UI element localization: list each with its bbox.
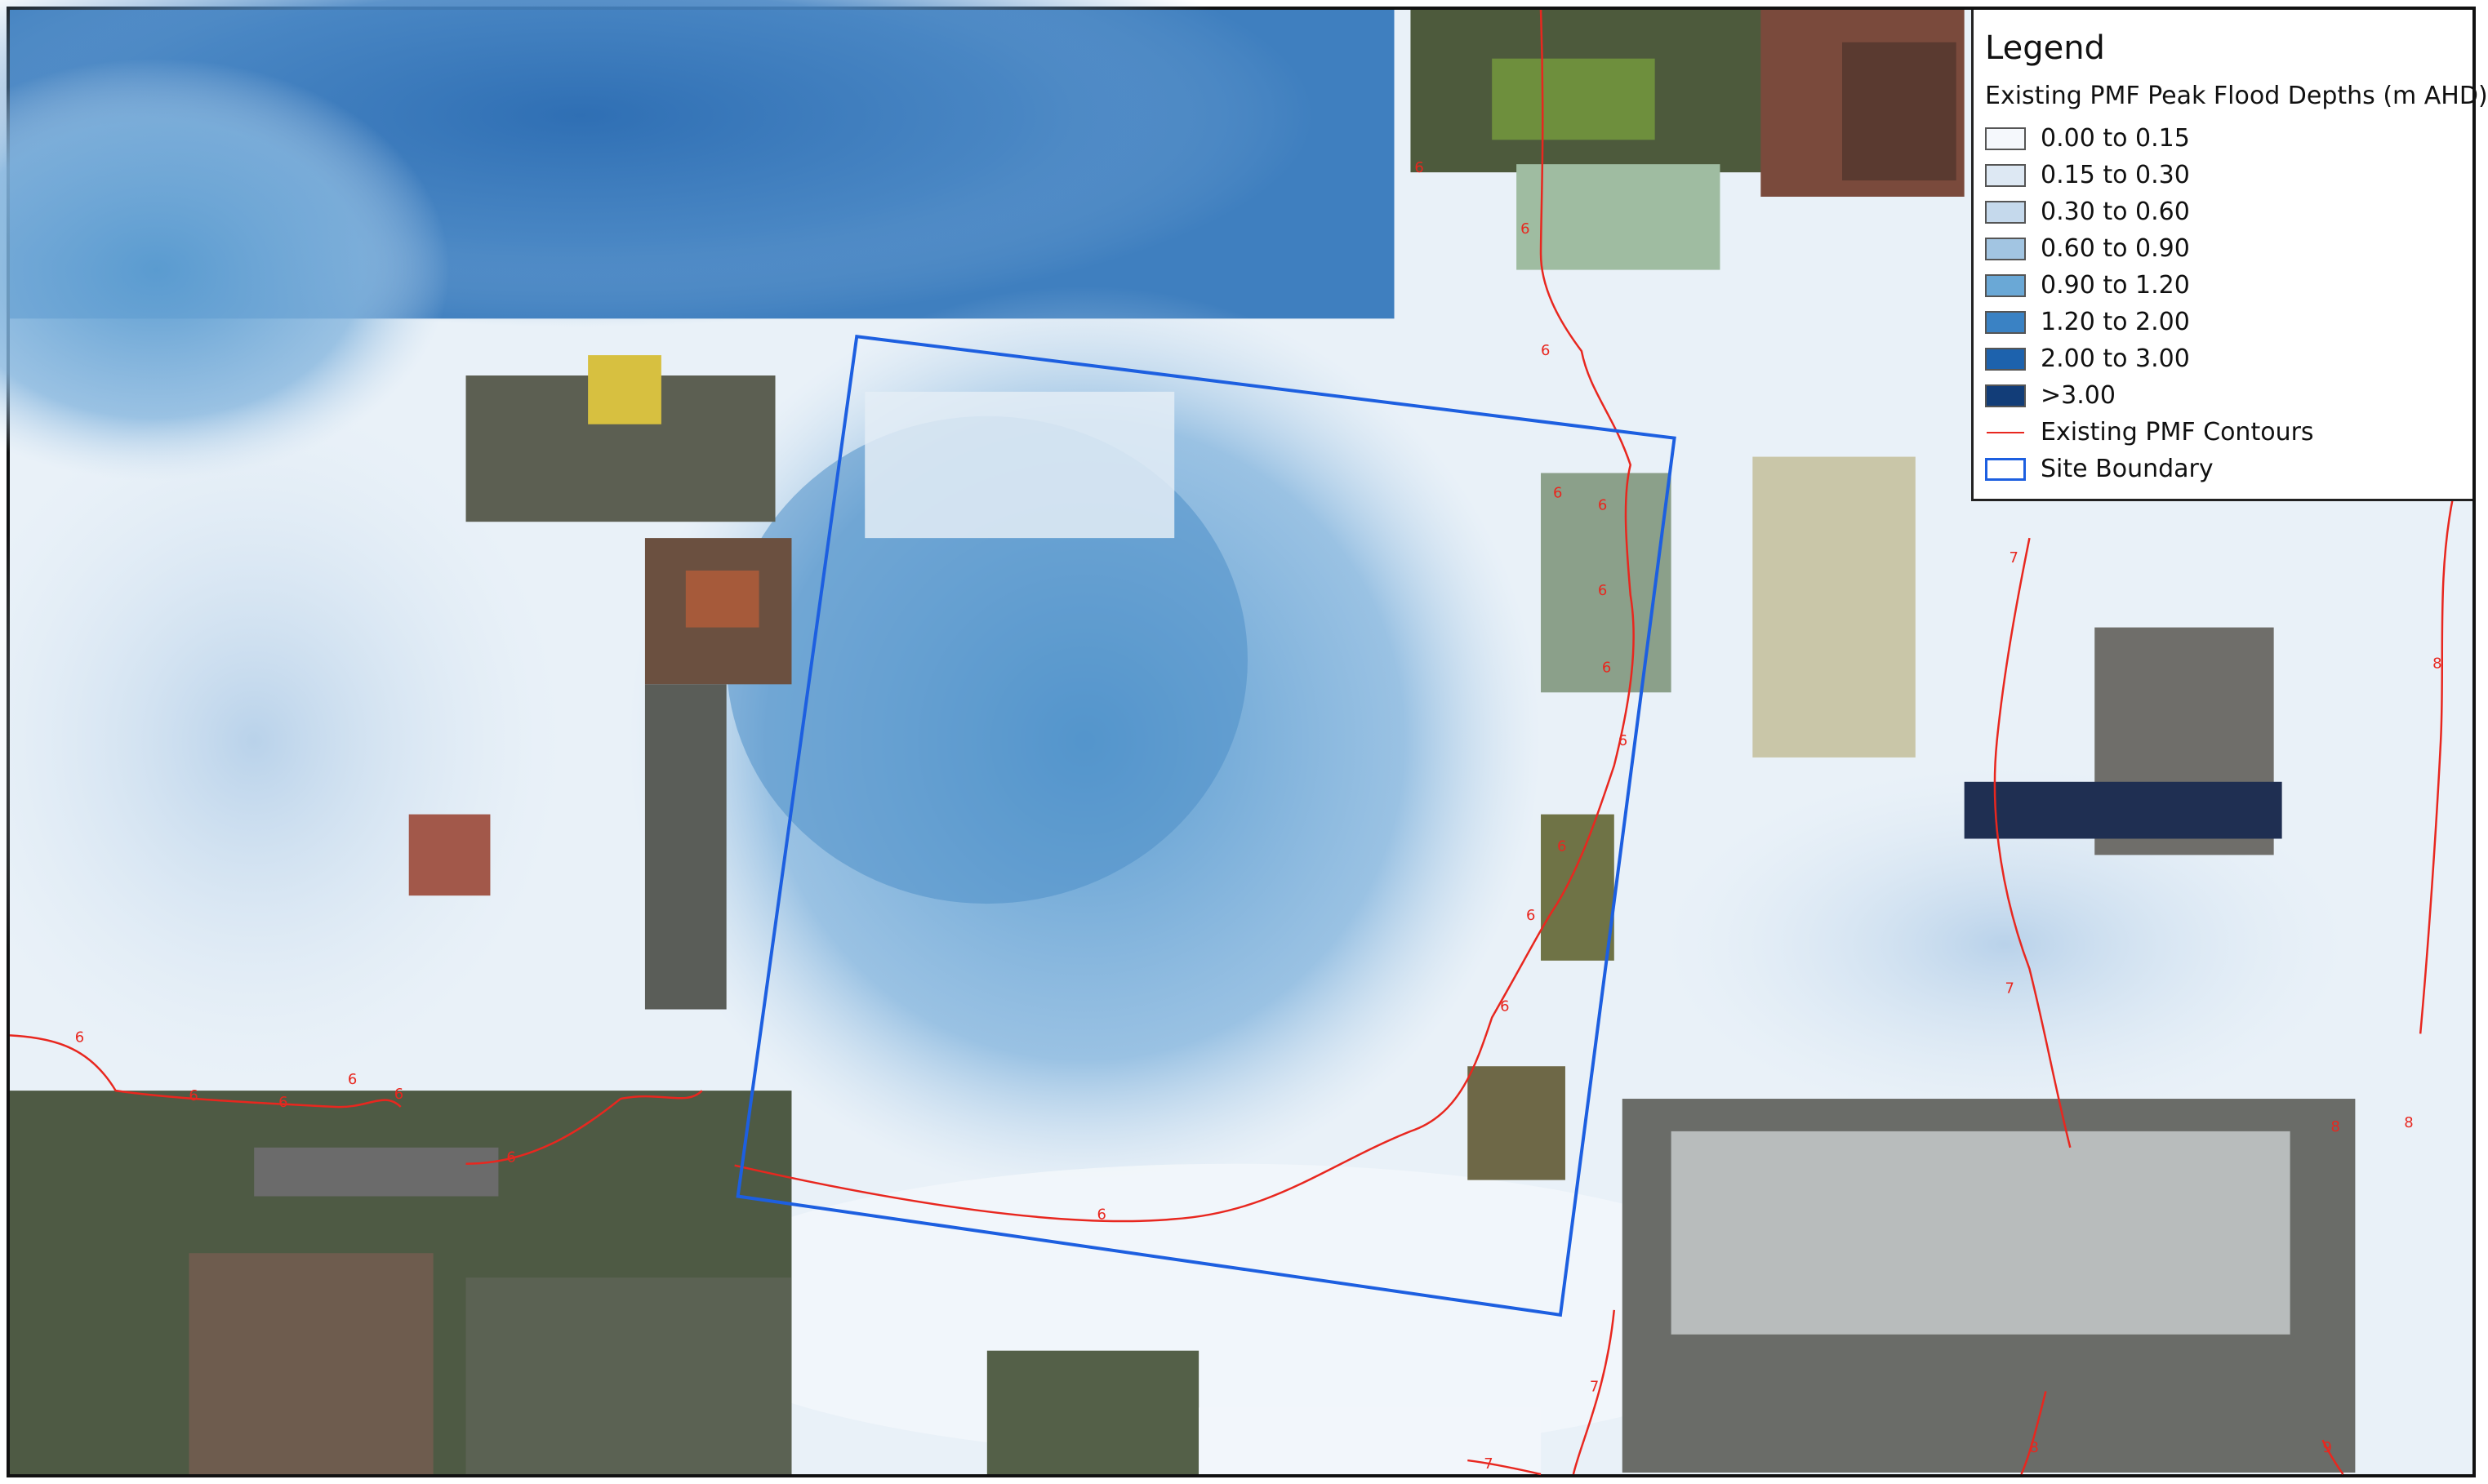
contour-label: 6 (1097, 1206, 1106, 1223)
legend-subtitle: Existing PMF Peak Flood Depths (m AHD) (1985, 82, 2488, 110)
contour-label: 8 (2404, 1114, 2413, 1131)
legend-swatch (1985, 237, 2026, 260)
legend-item: 0.60 to 0.90 (1985, 230, 2459, 267)
contour-label: 8 (2330, 1118, 2339, 1135)
map-legend: Legend Existing PMF Peak Flood Depths (m… (1971, 10, 2488, 501)
contour-label: 6 (1414, 159, 1423, 176)
legend-swatch (1985, 384, 2026, 407)
contour-label: 6 (1557, 838, 1566, 855)
western-shallow (0, 399, 564, 1083)
contour-line (465, 1090, 703, 1165)
contour-line (1572, 1309, 1616, 1475)
legend-classes: 0.00 to 0.15 0.15 to 0.30 0.30 to 0.60 0… (1985, 120, 2459, 414)
contour-label: 7 (2010, 549, 2018, 566)
contour-label: 7 (2005, 980, 2014, 997)
contour-label: 6 (1500, 998, 1509, 1015)
contour-label: 6 (189, 1087, 198, 1104)
legend-label: Existing PMF Contours (2041, 418, 2314, 447)
contour-line (2321, 1439, 2344, 1475)
site-boundary-symbol (1985, 457, 2026, 481)
contour-line (2020, 1391, 2047, 1475)
legend-swatch (1985, 310, 2026, 334)
contour-label: 6 (75, 1029, 84, 1046)
legend-label: 2.00 to 3.00 (2041, 344, 2190, 373)
contour-line (2419, 497, 2455, 1034)
contour-label: 6 (1526, 907, 1535, 924)
contour-line-symbol (1985, 421, 2026, 444)
legend-item-contours: Existing PMF Contours (1985, 414, 2459, 451)
contour-line (9, 1034, 402, 1109)
legend-label: 0.90 to 1.20 (2041, 271, 2190, 300)
legend-label: 0.15 to 0.30 (2041, 161, 2190, 189)
southern-shallow (661, 1163, 1802, 1457)
legend-label: 0.60 to 0.90 (2041, 234, 2190, 263)
legend-item: 2.00 to 3.00 (1985, 340, 2459, 377)
aerial-patches (10, 10, 2356, 1474)
contour-line (734, 9, 1635, 1223)
legend-label: 0.00 to 0.15 (2041, 124, 2190, 153)
contour-label: 8 (2432, 655, 2441, 672)
contour-label: 6 (506, 1149, 515, 1166)
contour-label: 6 (1553, 484, 1562, 501)
legend-label: Site Boundary (2041, 455, 2214, 483)
legend-swatch (1985, 347, 2026, 371)
contour-label: 6 (1618, 732, 1627, 749)
contour-label: 6 (348, 1071, 357, 1088)
legend-item: 0.00 to 0.15 (1985, 120, 2459, 157)
legend-label: 0.30 to 0.60 (2041, 198, 2190, 226)
contour-label: 6 (1598, 582, 1607, 599)
legend-label: >3.00 (2041, 381, 2116, 410)
contour-label: 8 (2029, 1439, 2038, 1456)
legend-title: Legend (1985, 29, 2105, 67)
contour-labels: 6 6 6 6 6 6 6 6 6 6 6 6 6 6 6 6 6 6 7 7 … (75, 159, 2442, 1473)
legend-item: >3.00 (1985, 377, 2459, 414)
legend-item-boundary: Site Boundary (1985, 451, 2459, 487)
contour-label: 6 (278, 1094, 287, 1111)
legend-item: 0.30 to 0.60 (1985, 193, 2459, 230)
contour-label: 6 (1541, 342, 1550, 359)
legend-swatch (1985, 273, 2026, 297)
dry-patch (865, 391, 1175, 539)
site-boundary[interactable] (736, 334, 1676, 1317)
contour-label: 6 (1602, 659, 1611, 676)
contour-label: 6 (1598, 496, 1607, 513)
contour-label: 6 (1520, 220, 1529, 238)
legend-item: 1.20 to 2.00 (1985, 304, 2459, 340)
legend-item: 0.90 to 1.20 (1985, 267, 2459, 304)
contour-line (1467, 1459, 1542, 1476)
legend-swatch (1985, 163, 2026, 187)
contour-label: 7 (1484, 1455, 1493, 1473)
legend-label: 1.20 to 2.00 (2041, 308, 2190, 336)
pmf-contours (9, 9, 2455, 1476)
contour-line (1993, 537, 2072, 1149)
contour-label: 9 (2322, 1439, 2331, 1456)
contour-label: 7 (1590, 1378, 1599, 1395)
contour-label: 6 (394, 1086, 403, 1103)
legend-swatch (1985, 127, 2026, 150)
legend-swatch (1985, 200, 2026, 224)
deep-flood-west (0, 58, 450, 482)
legend-item: 0.15 to 0.30 (1985, 157, 2459, 193)
